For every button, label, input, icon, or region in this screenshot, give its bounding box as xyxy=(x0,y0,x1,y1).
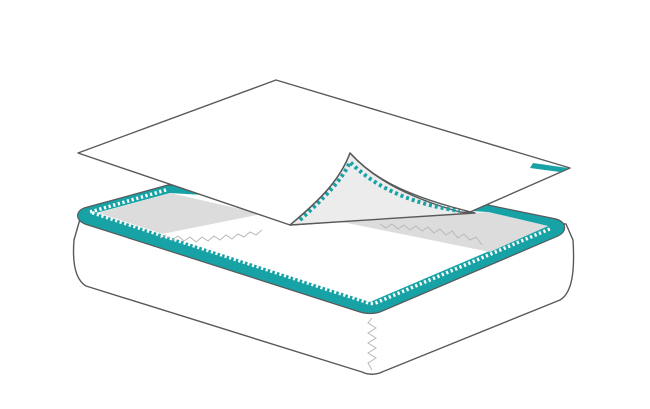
flap-outline xyxy=(289,152,476,226)
corner-zigzag-seam xyxy=(367,317,377,371)
left-panel-zigzag xyxy=(159,229,263,243)
sheet-corner-tag xyxy=(530,163,568,172)
left-gray-panel xyxy=(98,193,262,234)
right-panel-zigzag xyxy=(379,223,483,246)
flap-stitching xyxy=(298,158,461,222)
right-gray-panel xyxy=(342,212,548,252)
top-rim-stitching xyxy=(84,188,553,306)
